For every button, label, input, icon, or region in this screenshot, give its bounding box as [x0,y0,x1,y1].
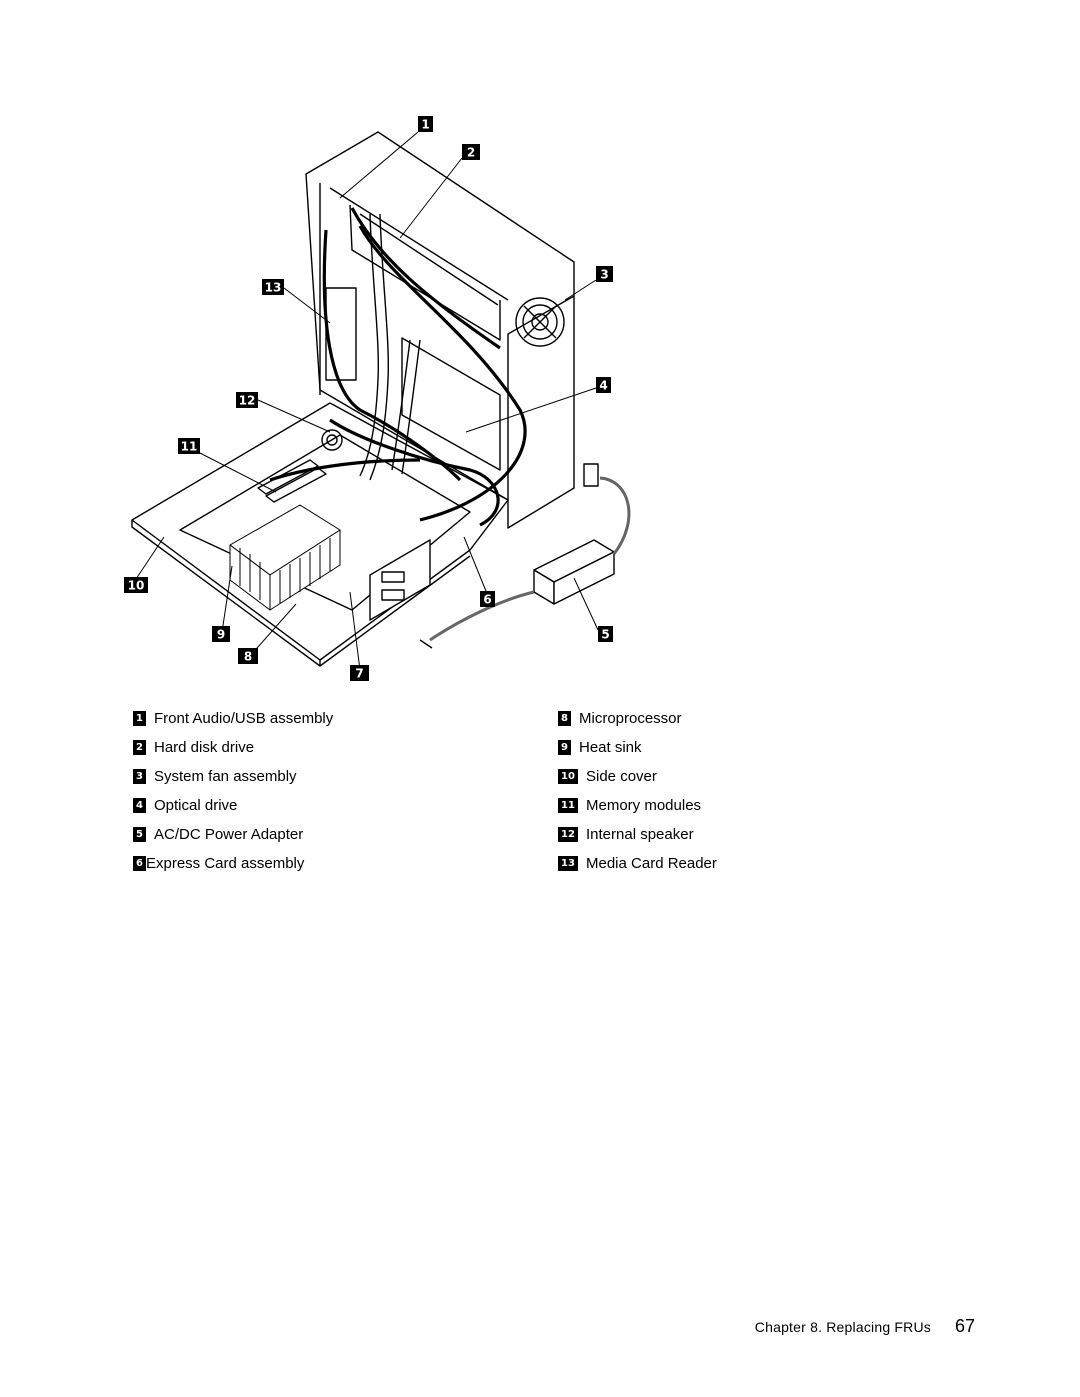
legend-label: AC/DC Power Adapter [154,826,304,843]
legend-item-microprocessor: 8 Microprocessor [558,704,717,733]
callout-6: 6 [480,591,495,607]
legend-item-front-audio-usb: 1 Front Audio/USB assembly [133,704,333,733]
legend-column-right: 8 Microprocessor 9 Heat sink 10 Side cov… [558,704,717,878]
legend-number-badge: 11 [558,798,578,813]
legend-item-side-cover: 10 Side cover [558,762,717,791]
legend-label: Express Card assembly [146,855,305,872]
callout-2: 2 [462,144,480,160]
page-number: 67 [954,1316,975,1336]
legend-label: Internal speaker [586,826,694,843]
legend-number-badge: 5 [133,827,146,842]
callout-12: 12 [236,392,258,408]
legend-label: Memory modules [586,797,702,814]
legend-item-system-fan: 3 System fan assembly [133,762,333,791]
callout-10: 10 [124,577,148,593]
computer-exploded-diagram: 1 2 3 4 5 6 7 8 9 10 11 12 13 [124,116,631,681]
legend-item-heat-sink: 9 Heat sink [558,733,717,762]
legend-label: Microprocessor [579,710,682,727]
legend-number-badge: 3 [133,769,146,784]
callout-5: 5 [598,626,613,642]
svg-text:2: 2 [467,146,475,160]
legend-column-left: 1 Front Audio/USB assembly 2 Hard disk d… [133,704,333,878]
svg-text:10: 10 [128,579,145,593]
legend-label: Heat sink [579,739,642,756]
page-footer: Chapter 8. Replacing FRUs 67 [755,1316,975,1337]
callout-1: 1 [418,116,433,132]
svg-text:4: 4 [599,379,607,393]
legend-label: Side cover [586,768,657,785]
legend-number-badge: 13 [558,856,578,871]
callout-3: 3 [596,266,613,282]
svg-text:11: 11 [181,440,198,454]
legend-item-memory-modules: 11 Memory modules [558,791,717,820]
legend-item-optical-drive: 4 Optical drive [133,791,333,820]
svg-text:13: 13 [265,281,282,295]
chapter-title: Chapter 8. Replacing FRUs [754,1319,931,1335]
svg-text:12: 12 [239,394,256,408]
callout-9: 9 [212,626,230,642]
svg-text:3: 3 [600,268,608,282]
legend-number-badge: 8 [558,711,571,726]
legend-item-express-card: 6 Express Card assembly [133,849,333,878]
callout-8: 8 [238,648,258,664]
callout-11: 11 [178,438,200,454]
legend-number-badge: 12 [558,827,578,842]
legend-label: System fan assembly [154,768,297,785]
legend-number-badge: 6 [133,856,146,871]
callout-4: 4 [596,377,611,393]
legend-item-media-card-reader: 13 Media Card Reader [558,849,717,878]
legend-item-power-adapter: 5 AC/DC Power Adapter [133,820,333,849]
legend-label: Media Card Reader [586,855,717,872]
svg-text:8: 8 [244,650,252,664]
legend-number-badge: 10 [558,769,578,784]
legend-label: Front Audio/USB assembly [154,710,334,727]
legend-number-badge: 2 [133,740,146,755]
svg-text:7: 7 [355,667,363,681]
legend-label: Hard disk drive [154,739,255,756]
callout-13: 13 [262,279,284,295]
svg-text:1: 1 [421,118,429,132]
callout-7: 7 [350,665,369,681]
legend-item-hard-disk-drive: 2 Hard disk drive [133,733,333,762]
svg-text:9: 9 [217,628,225,642]
legend-number-badge: 9 [558,740,571,755]
legend-number-badge: 4 [133,798,146,813]
svg-text:5: 5 [601,628,609,642]
legend-number-badge: 1 [133,711,146,726]
svg-text:6: 6 [483,593,491,607]
legend-item-internal-speaker: 12 Internal speaker [558,820,717,849]
legend-label: Optical drive [154,797,238,814]
